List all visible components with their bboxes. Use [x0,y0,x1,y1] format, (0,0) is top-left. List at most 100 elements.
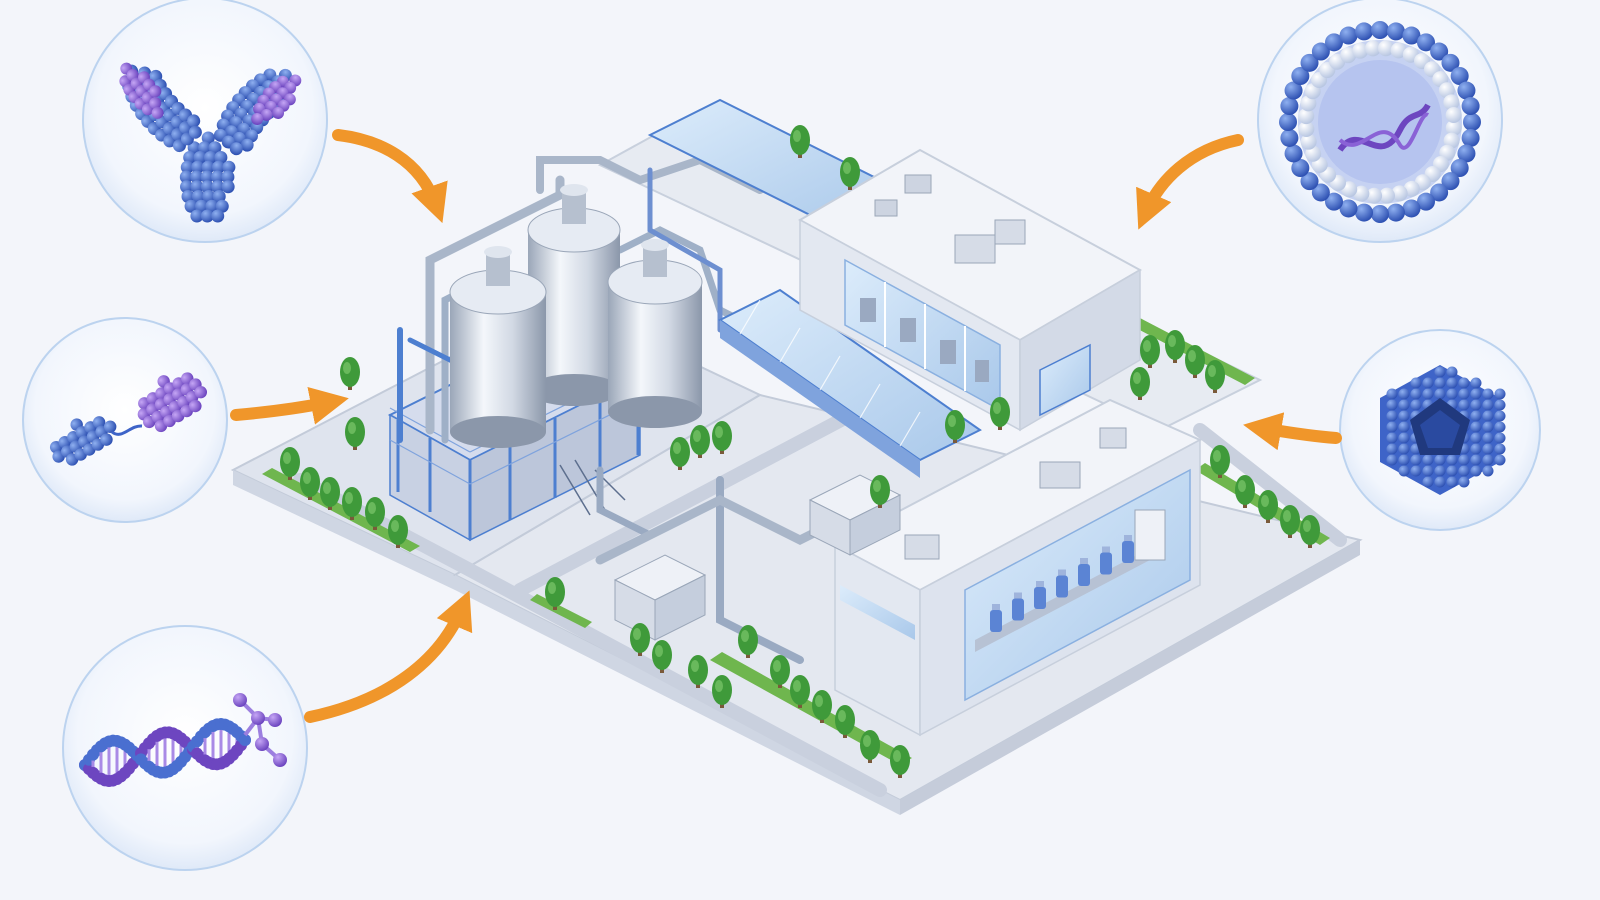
lipid-head-outer [1291,67,1310,85]
tree-highlight [715,426,723,438]
tree [945,410,965,440]
capsid-protein [1494,388,1506,400]
molecule-bead [181,190,195,203]
capsid-protein [1458,476,1470,488]
capsid-protein [1410,399,1422,411]
fragment-domain-purple [137,372,208,433]
vial-cap [992,604,1000,610]
capsid-protein [1386,432,1398,444]
arrow-lnp-to-facility [1136,134,1244,230]
molecule-bead [212,190,226,203]
molecule-bead [183,151,197,164]
lipid-head-inner [1438,82,1455,99]
capsid-protein [1470,432,1482,444]
molecule-bead [205,199,219,213]
molecule-bead [149,97,162,110]
tree-highlight [1208,365,1216,377]
capsid-protein [1398,443,1410,455]
lipid-head-outer [1355,203,1374,222]
vial [990,610,1002,632]
capsid-protein [1482,410,1494,422]
molecule-bead [180,180,194,194]
capsid-protein [1422,476,1434,488]
lipid-head-outer [1291,159,1310,177]
lipid-head-outer [1417,33,1435,52]
capsid-protein [1458,465,1470,477]
tree-highlight [793,130,801,142]
lipid-head-outer [1417,192,1435,211]
tree [770,655,790,685]
landscaping [280,125,1320,778]
molecule-bead [200,170,214,184]
tree-highlight [1143,340,1151,352]
tree-highlight [863,735,871,747]
tree [652,640,672,670]
capsid-protein [1494,421,1506,433]
molecule-bead [188,125,202,139]
antibody-light-chain-right [251,74,302,125]
molecule-bead [194,385,208,399]
arrow-dna-to-facility [304,590,473,723]
capsid-protein [1470,377,1482,389]
tree-highlight [323,482,331,494]
bioreactor-tanks [449,184,703,448]
lipid-head-inner [1378,187,1395,204]
molecule-bead [211,180,225,194]
lipid-head-inner [1391,185,1408,202]
tree [1210,445,1230,475]
lipid-head-outer [1461,97,1480,116]
tree-highlight [548,582,556,594]
conjugate-atom [268,713,282,727]
molecule-bead [208,141,222,155]
capsid-protein [1410,454,1422,466]
capsid-protein [1434,366,1446,378]
molecule-bead [151,106,164,119]
tree [670,437,690,467]
molecule-bead [211,209,225,223]
vial [1078,564,1090,586]
lipid-head-outer [1461,128,1480,147]
molecule-bead [251,112,264,125]
lipid-head-outer [1311,42,1330,61]
tree-highlight [368,502,376,514]
tree [1280,505,1300,535]
lipid-head-outer [1371,21,1389,39]
skybridge [647,98,982,478]
lipid-head-inner [1443,132,1460,149]
molecule-bead [149,85,162,98]
vial-cap [1058,569,1066,576]
lipid-head-outer [1450,159,1469,177]
molecule-bead [222,160,236,174]
tree-highlight [1238,480,1246,492]
tree-highlight [1303,520,1311,532]
fragment-domain-blue [49,416,117,466]
lipid-head-inner [1445,107,1462,124]
capsid-protein [1494,454,1506,466]
arrow-antibody-to-facility [332,129,448,224]
lipid-head-outer [1280,97,1299,116]
antibody-icon [82,0,328,243]
capsid-protein [1398,432,1410,444]
capsid-protein [1434,388,1446,400]
lipid-head-outer [1386,203,1405,222]
capsid-protein [1494,443,1506,455]
antibody-light-chain-left [119,62,164,119]
capsid-protein [1398,388,1410,400]
tree-highlight [348,422,356,434]
tree [388,515,408,545]
tree [365,497,385,527]
conjugate-atom [233,693,247,707]
antibody-fragment-icon [22,317,228,523]
capsid-protein [1482,465,1494,477]
lipid-head-outer [1339,26,1358,45]
molecule-bead [215,199,229,213]
tree-highlight [693,430,701,442]
dna-strand [239,734,251,746]
flow-arrows [230,129,1342,723]
tree [345,417,365,447]
tree [835,705,855,735]
conjugate-atom [251,711,265,725]
lipid-head-inner [1305,145,1322,162]
lipid-head-outer [1300,172,1319,191]
